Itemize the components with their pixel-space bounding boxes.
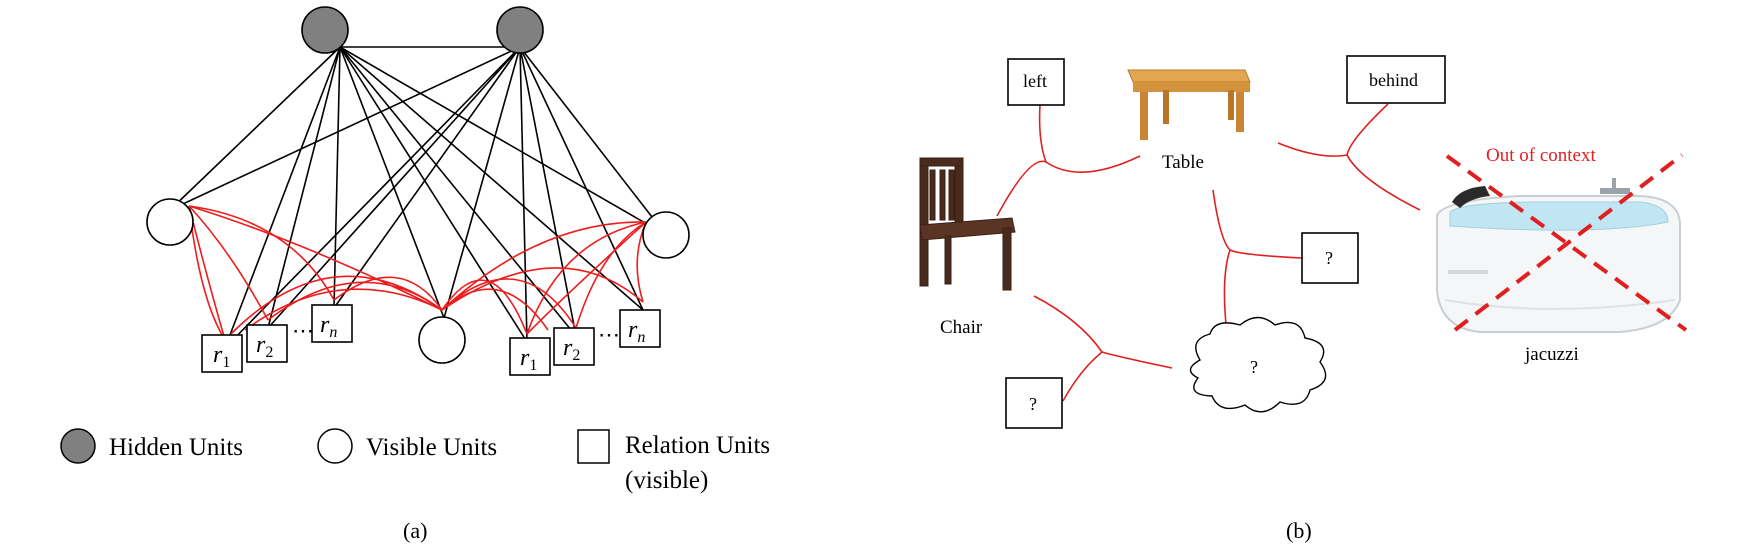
object-label-jacuzzi: jacuzzi: [1524, 344, 1579, 365]
relation-box-query-2: [1005, 377, 1063, 429]
relation-connectors: [996, 103, 1421, 402]
svg-text:r1: r1: [213, 342, 230, 371]
hidden-unit-2: [496, 6, 544, 54]
relation-subscript: 2: [265, 344, 273, 361]
svg-text:r1: r1: [520, 345, 537, 374]
svg-text:rn: rn: [320, 312, 337, 341]
object-label-chair: Chair: [940, 317, 983, 338]
table-icon: [1127, 69, 1251, 140]
relation-unit-box: [311, 304, 353, 343]
relation-label: r: [628, 317, 638, 343]
relation-unit-box: [509, 337, 551, 376]
caption-b: (b): [1286, 518, 1312, 543]
relation-box-behind: [1346, 55, 1446, 104]
relation-label-query-1: ?: [1325, 248, 1333, 268]
svg-text:rn: rn: [628, 317, 645, 346]
panel-b: Table Chair jacuzzi: [919, 55, 1688, 543]
relation-edges: [188, 205, 647, 341]
relation-label: r: [520, 345, 530, 371]
out-of-context-label: Out of context: [1486, 145, 1596, 166]
ellipsis: ⋯: [292, 318, 314, 343]
visible-unit-right: [642, 211, 690, 259]
legend-relation-sublabel: (visible): [625, 467, 708, 494]
svg-text:r2: r2: [563, 335, 580, 364]
relation-subscript: 1: [222, 354, 230, 371]
legend: Hidden Units Visible Units Relation Unit…: [60, 428, 770, 494]
ellipsis: ⋯: [598, 322, 620, 347]
legend-visible-swatch: [317, 428, 353, 464]
object-label-table: Table: [1162, 152, 1204, 173]
svg-text:r2: r2: [256, 332, 273, 361]
relation-subscript: n: [637, 329, 645, 346]
relation-unit-box: [246, 324, 288, 363]
relation-label: r: [213, 342, 223, 368]
relation-subscript: 1: [529, 357, 537, 374]
out-of-context-cross-icon: [1445, 153, 1688, 332]
relation-label-left: left: [1023, 71, 1047, 91]
unknown-object-cloud: [1189, 316, 1327, 413]
relation-label-behind: behind: [1369, 70, 1418, 90]
caption-a: (a): [403, 518, 427, 543]
relation-label-query-3: ?: [1250, 357, 1258, 377]
relation-box-query-1: [1301, 232, 1359, 284]
legend-hidden-label: Hidden Units: [109, 434, 243, 461]
jacuzzi-icon: [1436, 178, 1681, 333]
relation-label: r: [320, 312, 330, 338]
legend-relation-swatch: [577, 429, 610, 464]
visible-unit-center: [418, 316, 466, 364]
legend-hidden-swatch: [60, 428, 96, 464]
relation-label-query-2: ?: [1029, 394, 1037, 414]
relation-label: r: [256, 332, 266, 358]
hidden-unit-1: [301, 6, 349, 54]
legend-visible-label: Visible Units: [366, 434, 497, 461]
relation-subscript: 2: [572, 347, 580, 364]
legend-relation-label: Relation Units: [625, 432, 770, 459]
visible-unit-left: [146, 198, 194, 246]
relation-unit-group-1: r1 r2 ⋯ rn: [201, 304, 353, 373]
chair-icon: [919, 157, 1016, 291]
relation-subscript: n: [329, 324, 337, 341]
relation-label: r: [563, 335, 573, 361]
hidden-visible-edges: [169, 46, 667, 349]
relation-unit-group-2: r1 r2 ⋯ rn: [509, 309, 661, 376]
panel-a: r1 r2 ⋯ rn r1 r2 ⋯ rn Hidden Units Visib…: [60, 6, 770, 543]
relation-unit-box: [553, 327, 595, 366]
relation-unit-box: [201, 334, 243, 373]
relation-unit-box: [619, 309, 661, 348]
relation-box-left: [1007, 58, 1065, 106]
